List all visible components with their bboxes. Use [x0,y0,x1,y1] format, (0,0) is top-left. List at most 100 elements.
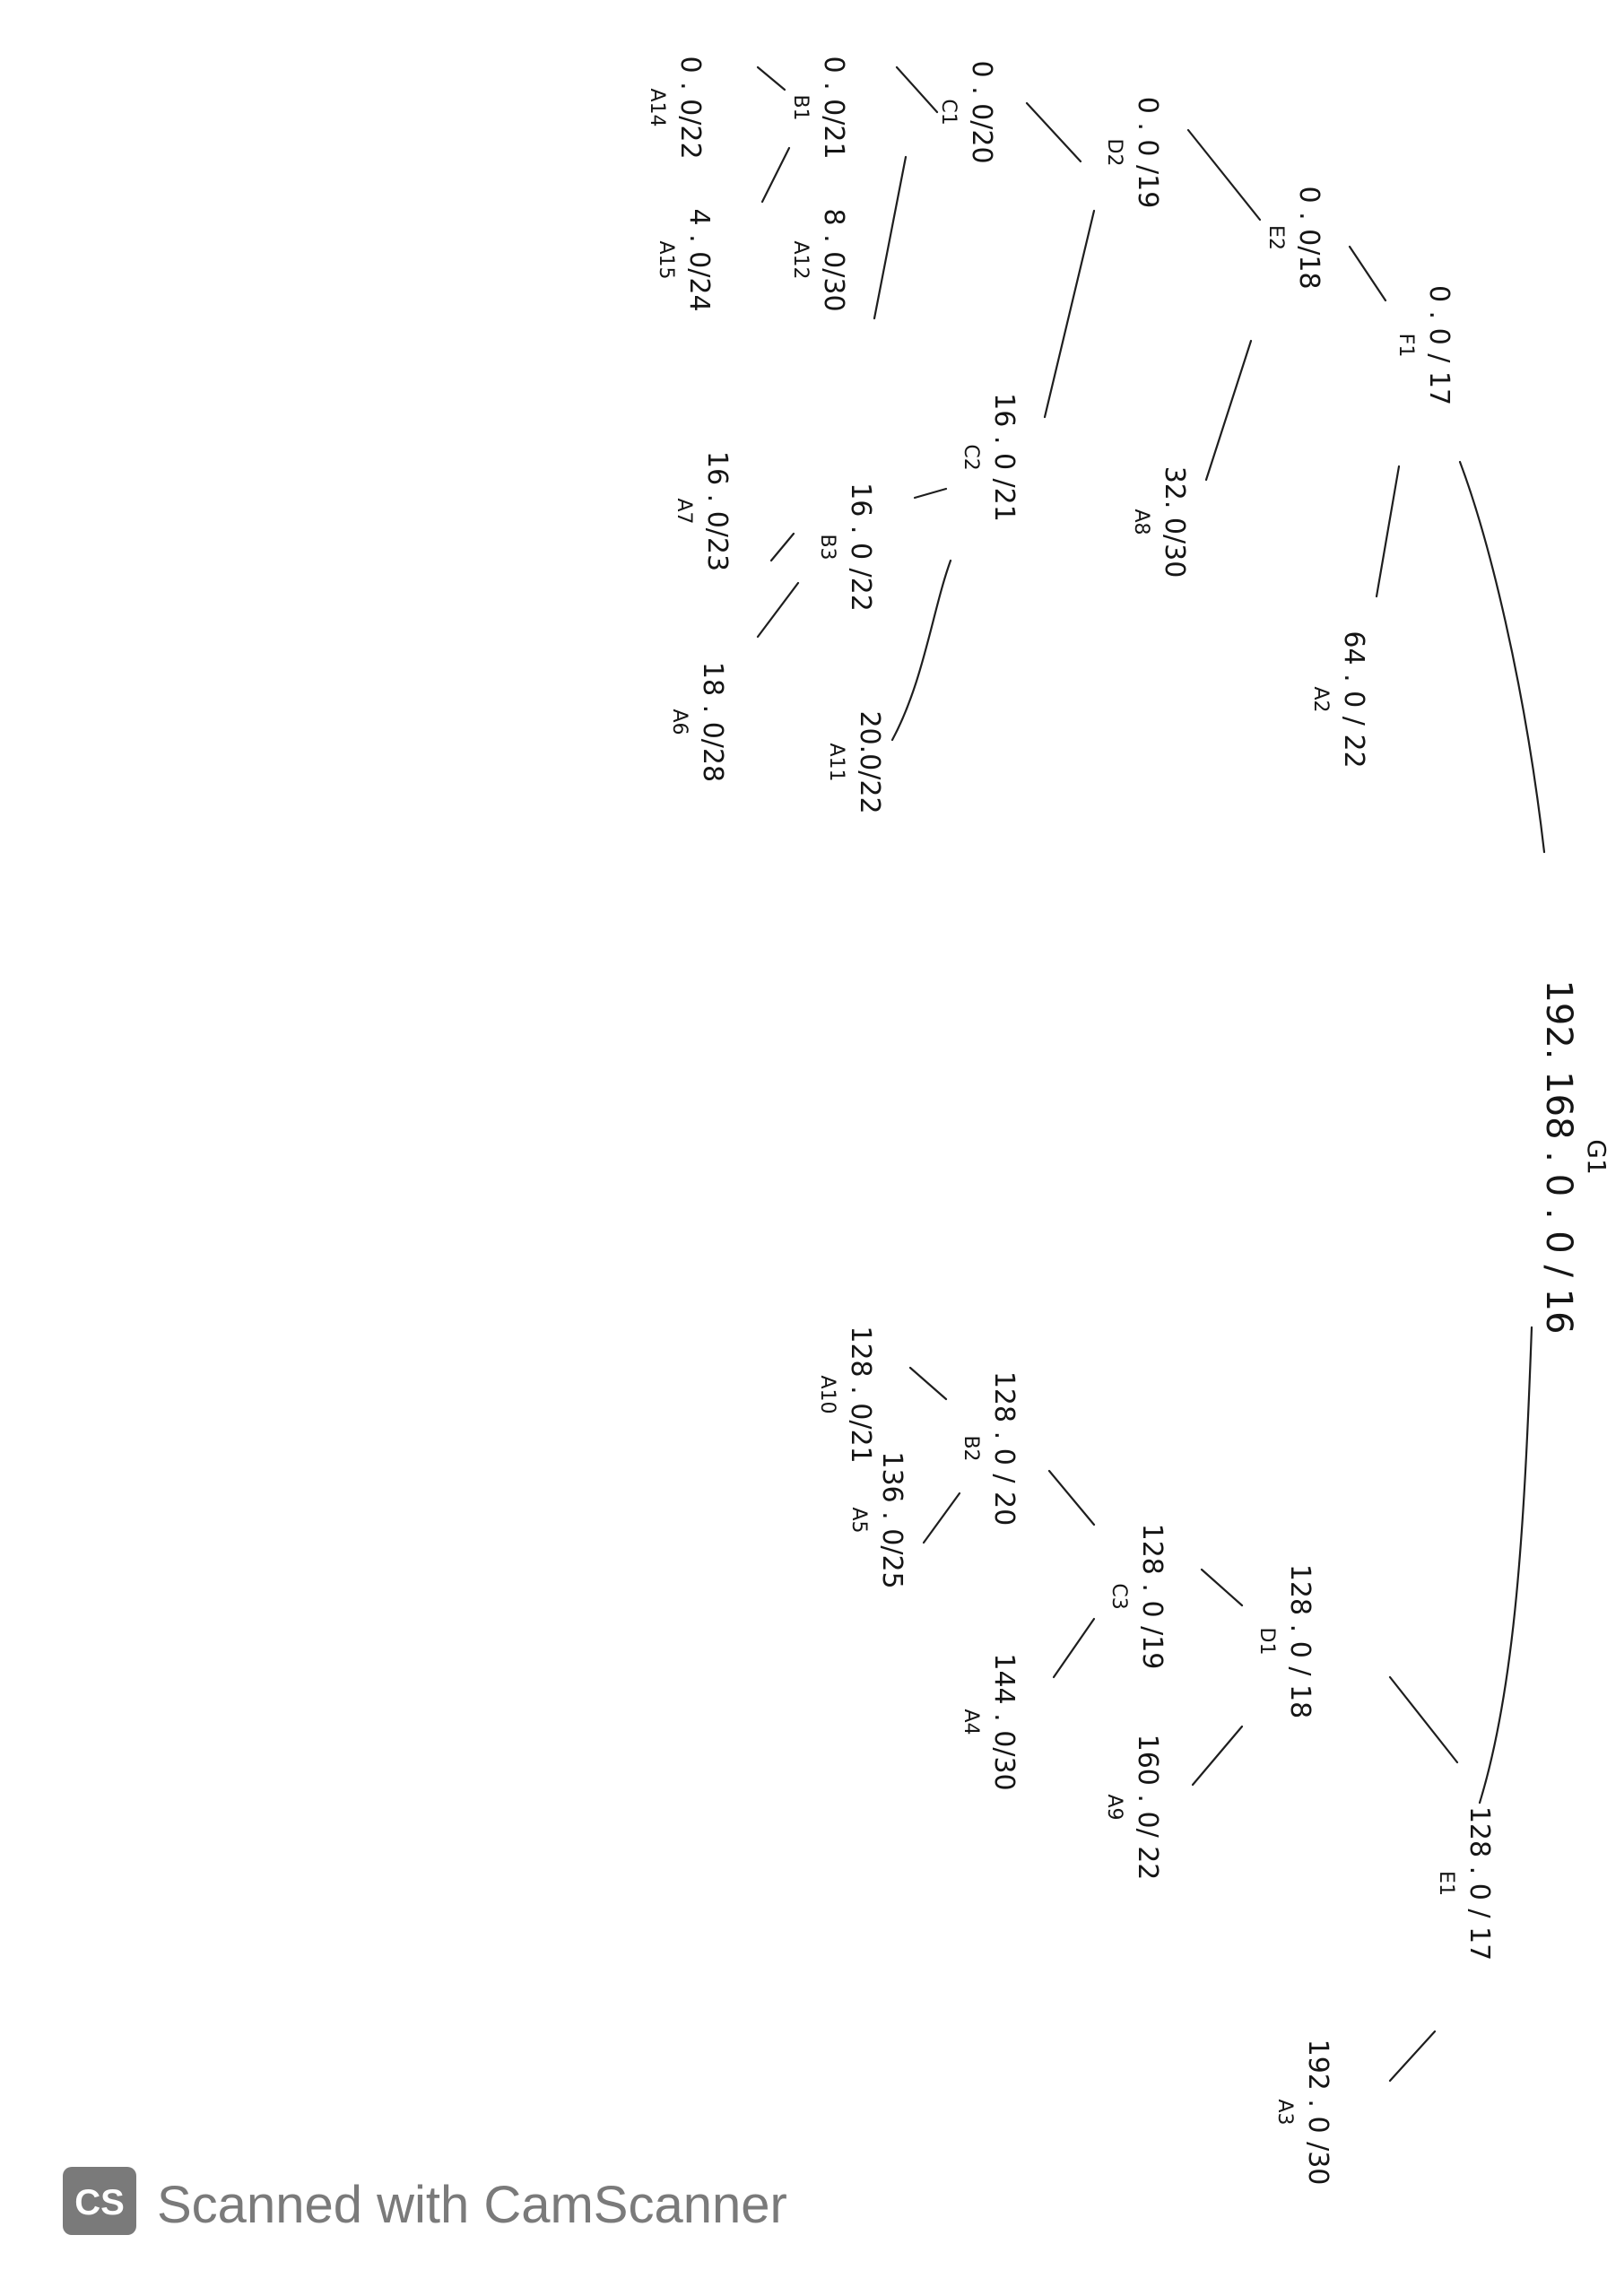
tree-node-n20_22: 20.0/22 A11 [825,710,885,813]
edge-0-18-to-32-30 [1204,339,1253,482]
node-tag-label: A4 [960,1709,982,1735]
tree-node-n32_30: 32. 0/30 A8 [1130,466,1190,578]
node-tag-label: A2 [1309,686,1332,712]
node-subnet-label: 0 . 0/22 [674,56,706,159]
node-tag-label: A5 [847,1507,870,1533]
edge-0-19-to-0-20 [1025,101,1082,163]
edge-128-17-to-128-18 [1388,1675,1459,1764]
node-tag-label: D1 [1255,1628,1278,1656]
node-tag-label: E1 [1435,1871,1457,1896]
node-subnet-label: 0 . 0/18 [1293,186,1325,289]
node-tag-label: C3 [1108,1583,1130,1609]
node-subnet-label: 128 . 0/21 [845,1326,876,1463]
edge-128-19-to-128-20 [1047,1469,1096,1526]
edge-128-18-to-128-19 [1200,1568,1244,1607]
node-tag-label: C1 [937,99,960,125]
node-subnet-label: 0 . 0/21 [818,56,849,159]
edge-128-18-to-160-22 [1191,1725,1244,1787]
edge-0-20-to-0-21 [895,65,939,114]
node-subnet-label: 128 . 0 /19 [1136,1524,1168,1670]
edge-0-19-to-16-21 [1043,209,1096,419]
edge-16-21-to-20-22 [890,559,952,742]
tree-node-n0_22: 0 . 0/22 A14 [646,56,706,159]
camscanner-watermark: CS Scanned with CamScanner [63,2167,787,2235]
edge-16-21-to-16-22 [913,487,948,500]
node-tag-label: F1 [1394,334,1417,358]
node-subnet-label: 16 . 0 /21 [988,393,1020,522]
node-subnet-label: 32. 0/30 [1159,466,1190,578]
edge-16-22-to-18-28 [756,581,800,639]
camscanner-logo-icon [63,2167,136,2235]
node-tag-label: D2 [1103,139,1125,167]
node-tag-label: A8 [1130,509,1152,535]
node-tag-label: B3 [816,534,838,560]
node-tag-label: A11 [825,743,847,781]
node-subnet-label: 0 . 0 / 17 [1423,285,1455,405]
edge-0-18-to-0-19 [1186,128,1262,222]
node-subnet-label: 192. 168 . 0 . 0 / 16 [1538,979,1579,1334]
node-tag-label: A3 [1273,2099,1296,2125]
node-tag-label: A10 [816,1375,838,1413]
edge-0-21-to-0-22 [756,65,786,91]
node-subnet-label: 64 . 0 / 22 [1338,631,1369,768]
edge-128-17-to-192-30 [1388,2030,1437,2083]
camscanner-caption: Scanned with CamScanner [157,2176,787,2234]
node-tag-label: A14 [646,88,668,126]
node-tag-label: A15 [655,240,677,279]
node-subnet-label: 160 . 0/ 22 [1132,1735,1163,1881]
node-subnet-label: 0 . 0/20 [966,60,997,163]
node-tag-label: A6 [668,709,691,735]
node-subnet-label: 16 . 0/23 [701,451,733,571]
node-subnet-label: 136 . 0/25 [876,1451,908,1588]
edge-16-22-to-16-23 [769,532,795,562]
edge-0-21-to-4-24 [760,146,791,204]
edge-128-19-to-144-30 [1052,1617,1096,1679]
node-tag-label: G1 [1582,1139,1607,1175]
tree-node-n128_17: 128 . 0 / 17 E1 [1435,1806,1495,1961]
edge-128-20-to-128-21 [908,1366,948,1401]
tree-node-n16_22: 16 . 0 /22 B3 [816,483,876,612]
node-tag-label: E2 [1264,225,1287,250]
node-subnet-label: 128 . 0 / 18 [1284,1564,1316,1718]
node-tag-label: B2 [960,1435,982,1461]
node-subnet-label: 8 . 0/30 [818,208,849,311]
edge-0-17-to-0-18 [1348,245,1387,302]
tree-node-n160_22: 160 . 0/ 22 A9 [1103,1735,1163,1881]
node-subnet-label: 192 . 0 /30 [1302,2039,1333,2186]
node-tag-label: A9 [1103,1794,1125,1820]
node-subnet-label: 128 . 0 / 17 [1464,1806,1495,1961]
tree-node-n8_30: 8 . 0/30 A12 [789,208,849,311]
node-tag-label: B1 [789,94,812,120]
node-subnet-label: 16 . 0 /22 [845,483,876,612]
camscanner-badge-text: CS [74,2183,125,2222]
edge-root-to-0-17 [1458,460,1546,854]
node-subnet-label: 20.0/22 [854,710,885,813]
node-tag-label: A7 [673,498,695,524]
node-subnet-label: 18 . 0/28 [697,662,728,782]
tree-node-n128_21: 128 . 0/21 A10 [816,1326,876,1463]
edge-128-20-to-136-25 [922,1492,961,1544]
edge-root-to-128-17 [1478,1326,1533,1805]
edge-0-17-to-64-22 [1375,465,1401,598]
node-tag-label: C2 [960,444,982,470]
node-tag-label: A12 [789,240,812,279]
